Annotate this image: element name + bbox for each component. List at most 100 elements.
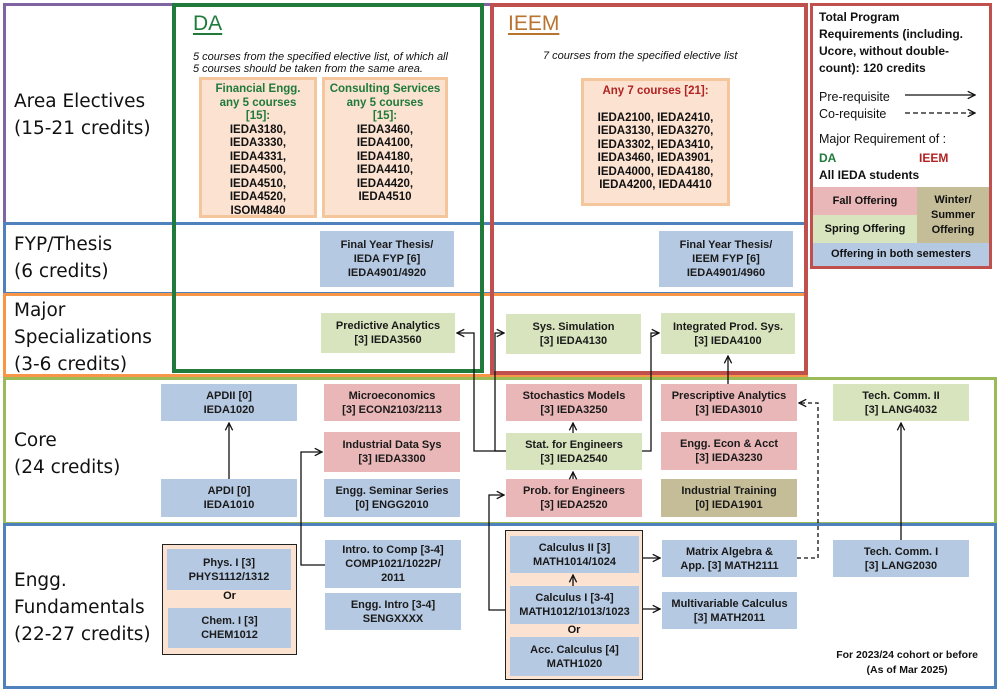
da-frame [172, 3, 484, 373]
course-code: IEDA4901/4920 [347, 267, 427, 279]
course-code: [3] IEDA4130 [539, 335, 608, 347]
band-label-area-electives: Area Electives (15-21 credits) [14, 88, 151, 142]
course-code: SENGXXXX [362, 612, 424, 625]
course-title: Matrix Algebra & [685, 545, 773, 558]
course-title: Acc. Calculus [4] [530, 643, 619, 656]
course-industrial-training[interactable]: Industrial Training [0] IEDA1901 [661, 479, 797, 517]
course-title: APDI [0] [207, 485, 251, 497]
course-code: [3] LANG2030 [864, 559, 938, 572]
course-title: Prescriptive Analytics [671, 389, 787, 402]
da-area-consulting-services: Consulting Services any 5 courses [15]: … [322, 77, 448, 218]
course-acc-calculus[interactable]: Acc. Calculus [4] MATH1020 [510, 637, 639, 676]
ieem-elective-heading: Any 7 courses [21]: [602, 85, 709, 97]
course-industrial-data-sys[interactable]: Industrial Data Sys [3] IEDA3300 [324, 432, 460, 472]
course-title: Sys. Simulation [532, 321, 615, 333]
legend-ieem: IEEM [919, 151, 949, 165]
course-prescriptive-analytics[interactable]: Prescriptive Analytics [3] IEDA3010 [661, 384, 797, 421]
course-ieem-fyp[interactable]: Final Year Thesis/ IEEM FYP [6] IEDA4901… [659, 231, 793, 287]
legend-major-requirement: Major Requirement of : [819, 132, 947, 146]
area-heading: Financial Engg. [215, 83, 301, 95]
elective-course: IEDA4100, [356, 137, 414, 149]
band-label-core: Core (24 credits) [14, 427, 120, 481]
course-credits: IEEM FYP [6] [692, 253, 760, 265]
elective-course-line: IEDA3130, IEDA3270, [597, 125, 714, 137]
course-title: Tech. Comm. II [862, 389, 940, 402]
course-phys-1[interactable]: Phys. I [3] PHYS1112/1312 [167, 549, 291, 590]
course-calculus-1[interactable]: Calculus I [3-4] MATH1012/1013/1023 [510, 586, 639, 624]
course-title: Multivariable Calculus [671, 597, 788, 610]
course-microeconomics[interactable]: Microeconomics [3] ECON2103/2113 [324, 384, 460, 421]
course-code: IEDA4901/4960 [686, 267, 766, 279]
legend-da: DA [819, 151, 837, 165]
course-code: [3] IEDA4100 [694, 334, 762, 347]
course-apdi[interactable]: APDI [0] IEDA1010 [161, 479, 297, 517]
elective-course-line: IEDA3460, IEDA3901, [597, 152, 714, 164]
course-title: Stochastics Models [522, 389, 626, 402]
course-title: Tech. Comm. I [863, 545, 939, 558]
band-label-line: Core [14, 430, 57, 451]
course-title: Microeconomics [348, 389, 436, 402]
course-stat-for-engineers[interactable]: Stat. for Engineers [3] IEDA2540 [506, 433, 642, 470]
footnote-line: (As of Mar 2025) [866, 664, 948, 676]
course-code: [3] IEDA2540 [540, 452, 608, 465]
da-area-financial-engg: Financial Engg. any 5 courses [15]: IEDA… [199, 77, 317, 218]
course-code: MATH1012/1013/1023 [519, 606, 630, 618]
band-label-line: (6 credits) [14, 261, 109, 282]
course-predictive-analytics[interactable]: Predictive Analytics [3] IEDA3560 [321, 313, 455, 353]
band-label-line: (15-21 credits) [14, 118, 151, 139]
course-prob-for-engineers[interactable]: Prob. for Engineers [3] IEDA2520 [506, 479, 642, 517]
elective-course-line: IEDA3302, IEDA3410, [597, 138, 714, 151]
course-tech-comm-2[interactable]: Tech. Comm. II [3] LANG4032 [833, 384, 969, 421]
course-tech-comm-1[interactable]: Tech. Comm. I [3] LANG2030 [833, 540, 969, 577]
legend-winter-line: Winter/ [934, 193, 972, 206]
da-note: 5 courses from the specified elective li… [193, 51, 448, 75]
band-label-line: (24 credits) [14, 457, 121, 478]
da-note-line: 5 courses from the specified elective li… [193, 51, 448, 63]
legend-fall-offering: Fall Offering [813, 187, 917, 215]
elective-course: IEDA4510 [358, 191, 412, 203]
band-label-line: Area Electives [14, 91, 146, 112]
band-label-line: (22-27 credits) [14, 624, 151, 645]
course-title: Industrial Data Sys [342, 439, 442, 451]
legend-both-semesters: Offering in both semesters [813, 243, 989, 266]
band-label-fyp-thesis: FYP/Thesis (6 credits) [14, 231, 112, 285]
course-title: Stat. for Engineers [525, 438, 623, 451]
course-code: CHEM1012 [201, 629, 258, 641]
band-label-line: Engg. [14, 570, 67, 591]
course-code: [3] ECON2103/2113 [342, 403, 442, 416]
legend-title-line: count): 120 credits [819, 61, 926, 75]
course-calculus-2[interactable]: Calculus II [3] MATH1014/1024 [510, 536, 639, 573]
course-title: Calculus II [3] [538, 541, 611, 554]
course-multivariable-calculus[interactable]: Multivariable Calculus [3] MATH2011 [662, 592, 797, 629]
course-code: 2011 [381, 572, 405, 584]
course-code: MATH1020 [546, 657, 603, 670]
course-integrated-prod-sys[interactable]: Integrated Prod. Sys. [3] IEDA4100 [661, 313, 795, 354]
course-stochastics-models[interactable]: Stochastics Models [3] IEDA3250 [506, 384, 642, 421]
ieem-elective-box: Any 7 courses [21]: IEDA2100, IEDA2410, … [581, 78, 730, 206]
legend-title-line: Total Program [819, 10, 900, 24]
legend-winter-summer-offering: Winter/ Summer Offering [917, 187, 989, 243]
elective-course: IEDA3460, [356, 123, 414, 136]
course-chem-1[interactable]: Chem. I [3] CHEM1012 [168, 608, 291, 648]
or-label: Or [223, 590, 236, 602]
legend-title-line: Ucore, without double- [819, 44, 949, 58]
course-engg-intro[interactable]: Engg. Intro [3-4] SENGXXXX [325, 593, 461, 630]
course-sys-simulation[interactable]: Sys. Simulation [3] IEDA4130 [506, 314, 641, 354]
elective-course: IEDA4420, [356, 177, 414, 190]
band-label-line: Major [14, 300, 66, 321]
course-apdii[interactable]: APDII [0] IEDA1020 [161, 384, 297, 421]
elective-course: IEDA4180, [356, 150, 414, 163]
course-title: Calculus I [3-4] [535, 592, 614, 604]
course-da-fyp[interactable]: Final Year Thesis/ IEDA FYP [6] IEDA4901… [320, 231, 454, 287]
course-matrix-algebra[interactable]: Matrix Algebra & App. [3] MATH2111 [662, 540, 797, 577]
course-code: [0] ENGG2010 [355, 499, 429, 511]
course-engg-seminar[interactable]: Engg. Seminar Series [0] ENGG2010 [324, 479, 460, 517]
course-intro-to-comp[interactable]: Intro. to Comp [3-4] COMP1021/1022P/ 201… [325, 540, 461, 588]
elective-course: IEDA3180, [229, 123, 287, 136]
course-engg-econ-acct[interactable]: Engg. Econ & Acct [3] IEDA3230 [661, 432, 797, 470]
course-code: [3] IEDA3300 [358, 453, 426, 465]
course-code: [3] IEDA3010 [695, 403, 763, 416]
band-label-line: FYP/Thesis [14, 234, 113, 255]
course-title: Final Year Thesis/ [340, 239, 434, 251]
course-title: Engg. Econ & Acct [680, 438, 778, 450]
